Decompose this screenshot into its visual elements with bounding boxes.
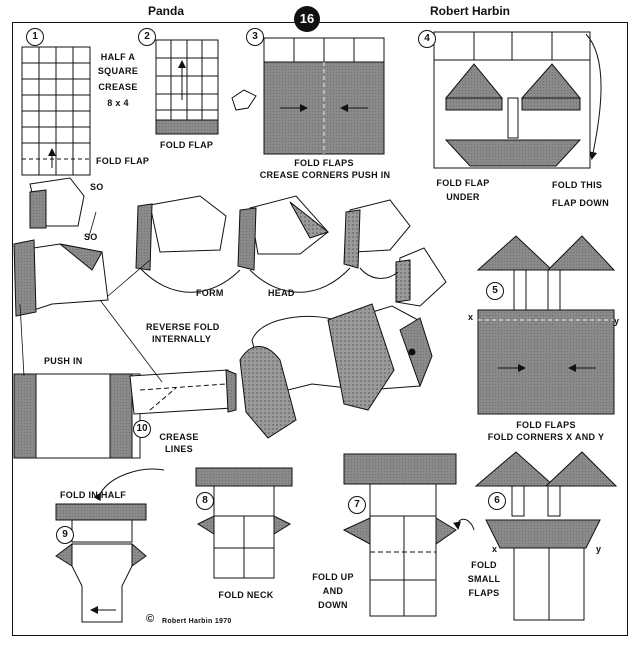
step5-label-line2: FOLD CORNERS X AND Y [487, 432, 605, 442]
step2-paper [155, 39, 219, 135]
copyright-text: Robert Harbin 1970 [162, 618, 232, 625]
step-number-7: 7 [348, 496, 366, 514]
step6-label-line1: FOLD [471, 560, 497, 570]
step6-x-label: x [492, 544, 498, 554]
step10-label-line1: CREASE [159, 432, 199, 442]
title: Panda [148, 4, 185, 18]
copyright-icon: © [146, 613, 155, 625]
step-number-3: 3 [246, 28, 264, 46]
diagram-frame [12, 22, 628, 636]
step7-paper [342, 453, 457, 617]
step5-paper [476, 235, 616, 415]
connector-lines [19, 211, 163, 383]
step6-label-line3: FLAPS [468, 588, 500, 598]
step1-instruction-line3: CREASE [98, 82, 138, 92]
form-label: FORM [196, 288, 224, 298]
step6-paper [453, 451, 618, 621]
reverse-fold-line2: INTERNALLY [152, 334, 212, 344]
step8-label: FOLD NECK [218, 590, 274, 600]
page-number-badge: 16 [294, 6, 320, 32]
step3-label-line1: FOLD FLAPS [294, 158, 354, 168]
step-number-5: 5 [486, 282, 504, 300]
step4-down-line2: FLAP DOWN [552, 198, 610, 208]
step1-fold-label: FOLD FLAP [96, 156, 150, 166]
step1-instruction-line4: 8 x 4 [107, 98, 129, 108]
step-number-4: 4 [418, 30, 436, 48]
head-sequence [29, 177, 447, 307]
reverse-fold-line1: REVERSE FOLD [146, 322, 220, 332]
step5-label-line1: FOLD FLAPS [516, 420, 576, 430]
step-number-10: 10 [133, 420, 151, 438]
step6-label-line2: SMALL [467, 574, 501, 584]
step3-paper [231, 37, 385, 155]
step4-paper [433, 31, 602, 169]
step4-under-line1: FOLD FLAP [436, 178, 490, 188]
step-number-6: 6 [488, 492, 506, 510]
so-label-1: SO [90, 182, 104, 192]
step3-label-line2: CREASE CORNERS PUSH IN [259, 170, 391, 180]
body-fold [13, 239, 109, 317]
step4-down-line1: FOLD THIS [552, 180, 603, 190]
step-number-8: 8 [196, 492, 214, 510]
step10-label-line2: LINES [164, 444, 193, 454]
step8-paper [195, 467, 293, 579]
so-label-2: SO [84, 232, 98, 242]
author: Robert Harbin [430, 4, 511, 18]
step6-y-label: y [596, 544, 602, 554]
panda-model [239, 303, 433, 439]
step-number-2: 2 [138, 28, 156, 46]
step9-label: FOLD IN HALF [60, 490, 127, 500]
step-number-9: 9 [56, 526, 74, 544]
step10-paper [13, 369, 237, 459]
step-number-1: 1 [26, 28, 44, 46]
head-label: HEAD [268, 288, 295, 298]
push-in-label: PUSH IN [44, 356, 83, 366]
step7-label-line3: DOWN [318, 600, 348, 610]
step5-y-label: y [614, 316, 620, 326]
step4-under-line2: UNDER [446, 192, 480, 202]
step1-instruction-line1: HALF A [100, 52, 136, 62]
step7-label-line1: FOLD UP [312, 572, 354, 582]
step5-x-label: x [468, 312, 474, 322]
step2-fold-label: FOLD FLAP [160, 140, 214, 150]
step7-label-line2: AND [322, 586, 344, 596]
step1-instruction-line2: SQUARE [97, 66, 139, 76]
step1-paper [21, 46, 91, 176]
